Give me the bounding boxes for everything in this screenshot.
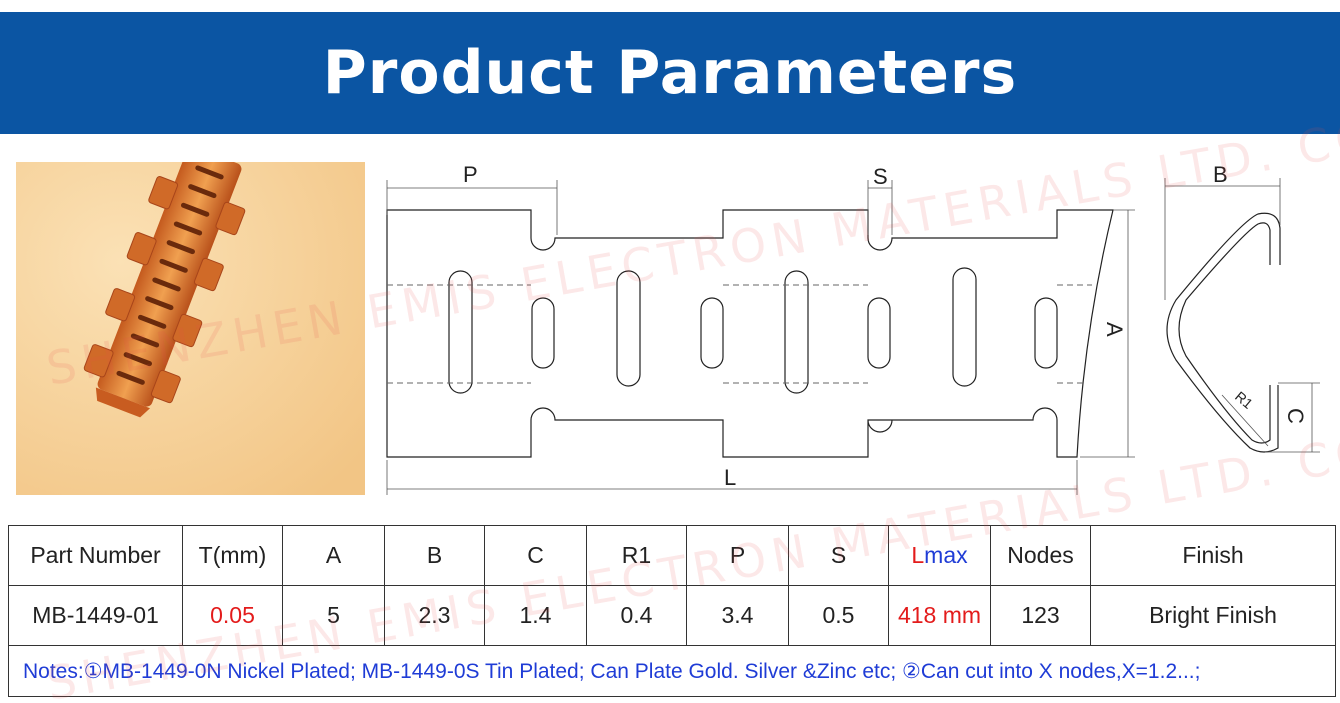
cell-b: 2.3	[384, 585, 485, 646]
header-c: C	[484, 525, 587, 586]
dim-label-r1: R1	[1232, 388, 1256, 412]
header-part-number: Part Number	[8, 525, 183, 586]
dim-label-s: S	[873, 164, 888, 189]
cell-p: 3.4	[686, 585, 789, 646]
strip-outline	[386, 209, 1114, 458]
header-t: T(mm)	[182, 525, 283, 586]
notes-row: Notes:①MB-1449-0N Nickel Plated; MB-1449…	[8, 645, 1336, 697]
cell-finish: Bright Finish	[1090, 585, 1336, 646]
header-b: B	[384, 525, 485, 586]
parameter-table: Part Number T(mm) A B C R1 P S Lmax Node…	[8, 525, 1336, 697]
header-lmax-l: L	[911, 542, 925, 568]
header-finish: Finish	[1090, 525, 1336, 586]
header-banner: Product Parameters	[0, 12, 1340, 134]
dim-label-a: A	[1102, 322, 1127, 337]
header-lmax: Lmax	[888, 525, 991, 586]
header-r1: R1	[586, 525, 687, 586]
header-nodes: Nodes	[990, 525, 1091, 586]
dim-label-c: C	[1283, 408, 1308, 424]
cell-lmax: 418 mm	[888, 585, 991, 646]
cell-nodes: 123	[990, 585, 1091, 646]
dim-label-b: B	[1213, 162, 1228, 187]
page-title: Product Parameters	[322, 38, 1018, 108]
cell-r1: 0.4	[586, 585, 687, 646]
header-p: P	[686, 525, 789, 586]
cell-c: 1.4	[484, 585, 587, 646]
dim-label-p: P	[463, 162, 478, 187]
header-s: S	[788, 525, 889, 586]
dim-label-l: L	[724, 465, 736, 490]
cell-s: 0.5	[788, 585, 889, 646]
cell-t: 0.05	[182, 585, 283, 646]
table-header-row: Part Number T(mm) A B C R1 P S Lmax Node…	[8, 525, 1336, 586]
cell-part-number: MB-1449-01	[8, 585, 183, 646]
side-profile	[1166, 212, 1281, 453]
technical-drawing: P S L B A C R1	[386, 162, 1320, 495]
header-lmax-rest: max	[924, 542, 968, 568]
cell-a: 5	[282, 585, 385, 646]
header-a: A	[282, 525, 385, 586]
notes-text: Notes:①MB-1449-0N Nickel Plated; MB-1449…	[8, 645, 1336, 697]
table-row: MB-1449-01 0.05 5 2.3 1.4 0.4 3.4 0.5 41…	[8, 585, 1336, 646]
product-photo	[16, 162, 365, 495]
